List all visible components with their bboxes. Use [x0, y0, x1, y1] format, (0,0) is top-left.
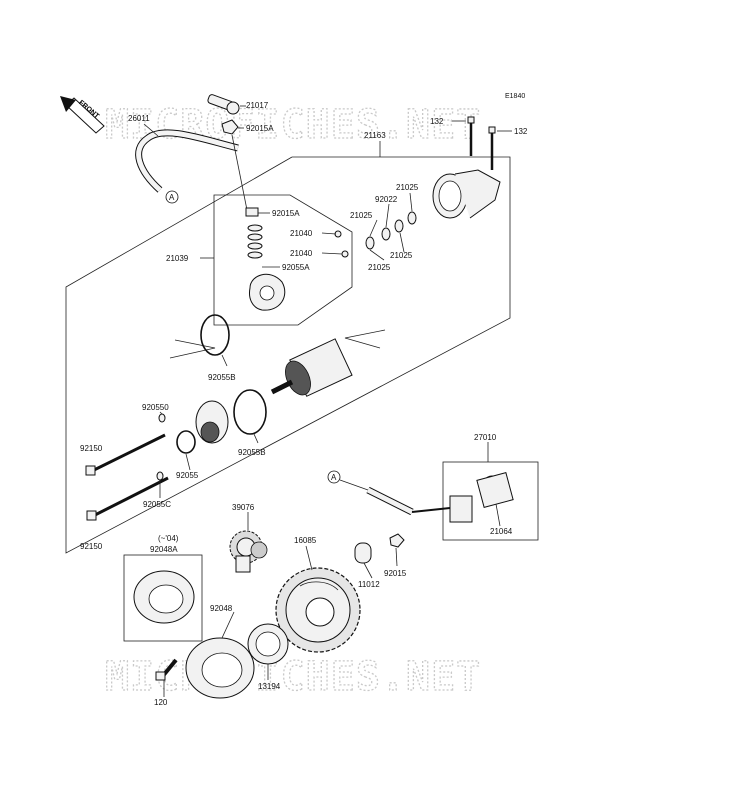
starter-gear-part — [275, 567, 361, 653]
cover-92048a-part — [133, 570, 195, 624]
o-ring-92055b-b — [233, 389, 267, 435]
leader-lines — [143, 105, 512, 697]
label-11012: 11012 — [358, 580, 380, 589]
label-21064: 21064 — [490, 527, 513, 536]
armature-yoke-part — [270, 338, 353, 397]
end-cover-part — [432, 169, 501, 219]
label-92150-b: 92150 — [80, 542, 103, 551]
brush-plate-part — [245, 207, 349, 311]
label-92048a: 92048A — [150, 545, 178, 554]
main-assembly-outline — [65, 156, 511, 554]
label-92022: 92022 — [375, 195, 398, 204]
idle-gear-part — [229, 530, 268, 573]
old-cover-inset-outline — [123, 554, 203, 642]
label-21017: 21017 — [246, 101, 269, 110]
label-92055a: 92055A — [282, 263, 310, 272]
terminal-boot-part — [207, 94, 240, 115]
front-bracket-part — [195, 400, 229, 444]
watermark-top: MICROFICHES.NET — [105, 102, 481, 148]
washer-21025-b — [381, 227, 391, 241]
solenoid-inset-outline — [442, 461, 539, 541]
label-21163: 21163 — [364, 131, 386, 140]
label-note-range: (~'04) — [158, 534, 179, 543]
nut-92015-part — [389, 533, 405, 548]
label-92150-a: 92150 — [80, 444, 103, 453]
label-92055b-b: 92055B — [238, 448, 266, 457]
bolt-132-right-part — [488, 126, 496, 170]
one-way-clutch-part — [247, 623, 289, 665]
brush-plate-inset-outline — [213, 194, 353, 326]
label-132-right: 132 — [514, 127, 528, 136]
bolt-132-left-part — [467, 116, 475, 156]
label-92015a-mid: 92015A — [272, 209, 300, 218]
label-13194: 13194 — [258, 682, 281, 691]
o-ring-920550 — [158, 413, 166, 423]
callout-a-top — [165, 190, 179, 204]
solenoid-part — [411, 471, 514, 523]
label-21040-a: 21040 — [290, 229, 313, 238]
label-21040-b: 21040 — [290, 249, 313, 258]
label-21025-b: 21025 — [350, 211, 373, 220]
label-26011: 26011 — [128, 114, 150, 123]
label-16085: 16085 — [294, 536, 317, 545]
label-132-left: 132 — [430, 117, 444, 126]
o-ring-92055b-a — [200, 314, 230, 356]
watermark-bottom: MICROFICHES.NET — [105, 654, 481, 700]
label-920550: 920550 — [142, 403, 169, 412]
label-92015a-top: 92015A — [246, 124, 274, 133]
label-21025-a: 21025 — [396, 183, 419, 192]
label-120: 120 — [154, 698, 168, 707]
label-21025-c: 21025 — [390, 251, 413, 260]
front-arrow-icon: FRONT — [60, 96, 105, 134]
label-92055: 92055 — [176, 471, 199, 480]
label-39076: 39076 — [232, 503, 255, 512]
o-ring-92055 — [176, 430, 196, 454]
label-21039: 21039 — [166, 254, 189, 263]
label-92055b-a: 92055B — [208, 373, 236, 382]
label-27010: 27010 — [474, 433, 497, 442]
washer-92022 — [394, 219, 404, 233]
cover-92048-part — [185, 637, 255, 699]
washer-21025-a — [365, 236, 375, 250]
diagram-code: E1840 — [505, 93, 525, 100]
label-92015: 92015 — [384, 569, 407, 578]
label-92055c: 92055C — [143, 500, 171, 509]
svg-text:A: A — [331, 473, 337, 482]
label-92048: 92048 — [210, 604, 233, 613]
callout-a-bottom — [327, 470, 341, 484]
washer-21025-c — [407, 211, 417, 225]
bolt-120-part — [155, 658, 178, 681]
long-bolt-92150-b — [86, 476, 169, 521]
o-ring-92055c — [156, 471, 164, 481]
nut-92015a-part — [221, 119, 239, 135]
long-bolt-92150-a — [85, 433, 166, 476]
cap-11012-part — [354, 542, 372, 564]
label-21025-d: 21025 — [368, 263, 391, 272]
svg-text:A: A — [169, 193, 175, 202]
